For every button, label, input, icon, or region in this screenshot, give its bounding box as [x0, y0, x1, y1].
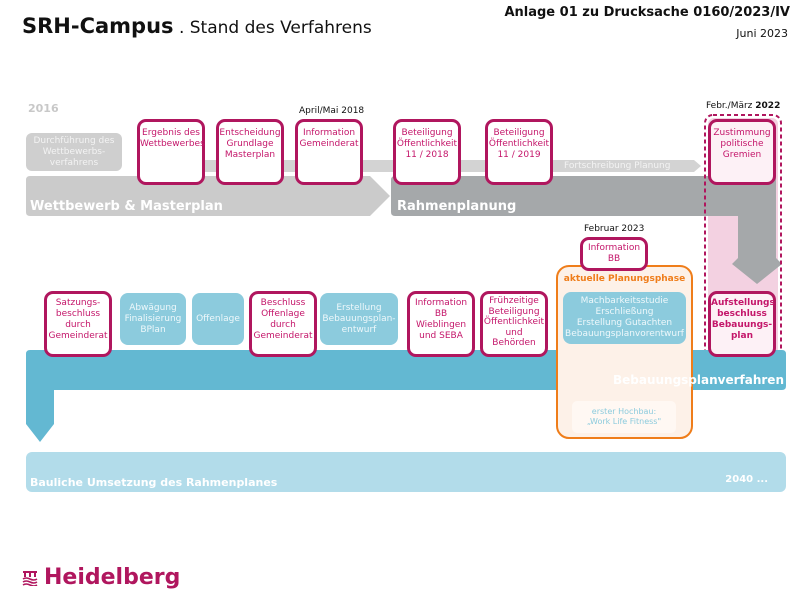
phase-bebauungsplan-label: Bebauungsplanverfahren: [612, 373, 784, 387]
start-year-label: 2016: [28, 102, 59, 115]
date-febr-maerz-2022: Febr./März 2022: [706, 101, 781, 111]
current-phase-tasks: Machbarkeitsstudie Erschließung Erstellu…: [563, 292, 686, 344]
page-title: SRH-Campus . Stand des Verfahrens: [22, 14, 372, 38]
document-reference: Anlage 01 zu Drucksache 0160/2023/IV: [504, 5, 790, 20]
wettbewerb-arrow: [26, 176, 390, 216]
phase-rahmenplanung-label: Rahmenplanung: [397, 199, 517, 214]
heidelberg-logo: Heidelberg: [22, 565, 180, 590]
competition-box: Durchführung des Wettbewerbs- verfahrens: [26, 133, 122, 171]
first-building-box: erster Hochbau:„Work Life Fitness": [572, 401, 676, 433]
task-offenlage: Offenlage: [192, 293, 244, 345]
heidelberg-emblem-icon: [22, 570, 38, 586]
current-phase-label: aktuelle Planungsphase: [563, 274, 686, 284]
fortschreibung-label: Fortschreibung Planung: [564, 161, 671, 171]
logo-text: Heidelberg: [44, 565, 181, 590]
date-april-mai-2018: April/Mai 2018: [299, 106, 365, 116]
phase-wettbewerb-label: Wettbewerb & Masterplan: [30, 199, 223, 214]
document-date: Juni 2023: [736, 27, 788, 40]
rahmenplanung-arrow: [391, 176, 782, 284]
date-februar-2023: Februar 2023: [584, 224, 645, 234]
umsetzung-bar: [26, 452, 786, 492]
end-year-label: 2040 ...: [725, 474, 768, 485]
phase-umsetzung-label: Bauliche Umsetzung des Rahmenplanes: [30, 476, 278, 489]
